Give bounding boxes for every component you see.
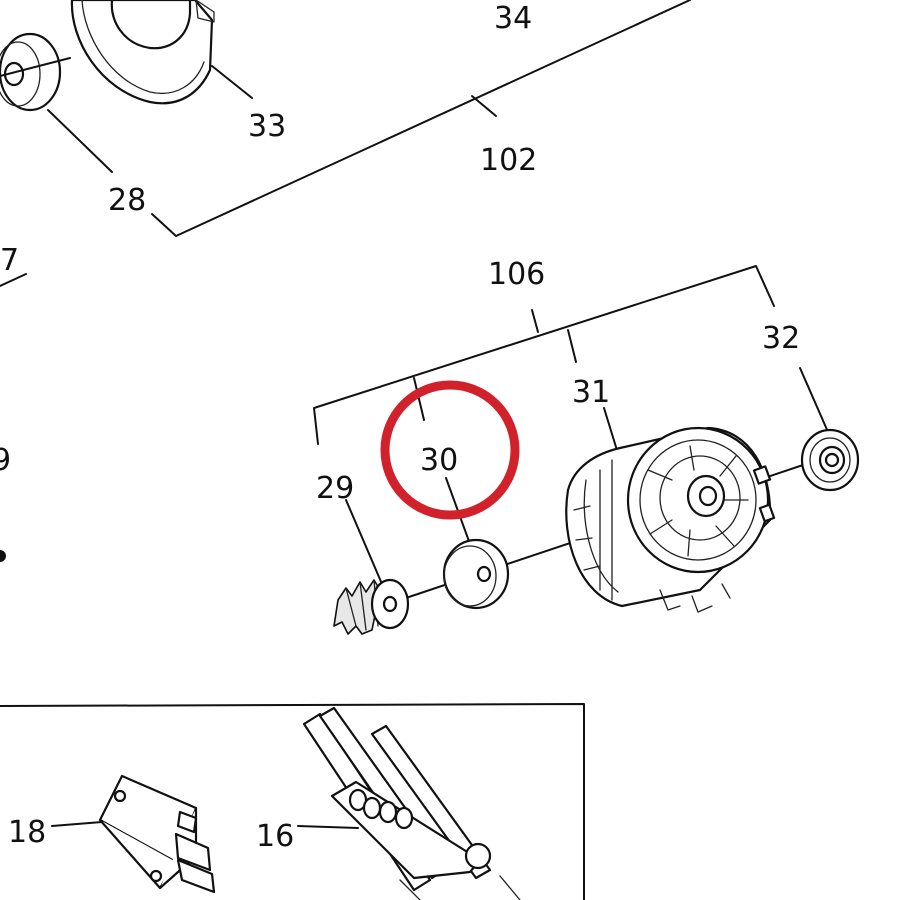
leader-18 bbox=[51, 821, 103, 827]
part-16-switch-bracket bbox=[302, 706, 521, 900]
part-32-bearing bbox=[800, 428, 860, 492]
leader-33 bbox=[211, 65, 253, 99]
label-31: 31 bbox=[572, 375, 610, 410]
leader-30-top bbox=[413, 377, 425, 421]
label-18: 18 bbox=[8, 815, 46, 850]
axis-line-28 bbox=[0, 57, 71, 77]
bracket-106 bbox=[313, 265, 775, 445]
leader-16 bbox=[297, 825, 359, 829]
leader-28 bbox=[47, 109, 113, 173]
label-16: 16 bbox=[256, 819, 294, 854]
label-30: 30 bbox=[420, 443, 458, 478]
label-102: 102 bbox=[480, 143, 537, 178]
leader-29 bbox=[345, 499, 383, 585]
bracket-102 bbox=[151, 0, 691, 237]
leader-102 bbox=[471, 95, 497, 117]
label-7: 7 bbox=[0, 243, 19, 278]
part-33-ring bbox=[70, 0, 215, 105]
leader-7 bbox=[0, 273, 27, 287]
leader-31-top bbox=[567, 329, 577, 363]
label-34: 34 bbox=[494, 1, 532, 36]
label-29: 29 bbox=[316, 471, 354, 506]
inset-box bbox=[0, 703, 585, 900]
label-106: 106 bbox=[488, 257, 545, 292]
label-9: 9 bbox=[0, 443, 11, 478]
leader-106 bbox=[531, 309, 539, 333]
leader-32 bbox=[799, 367, 829, 433]
label-32: 32 bbox=[762, 321, 800, 356]
part-edge-dot bbox=[0, 550, 6, 562]
highlight-circle-part-30 bbox=[380, 380, 520, 520]
label-33: 33 bbox=[248, 109, 286, 144]
part-18-micro-switch bbox=[98, 774, 216, 894]
label-28: 28 bbox=[108, 183, 146, 218]
part-31-motor bbox=[565, 426, 776, 613]
part-28-washer bbox=[0, 32, 62, 112]
part-30-washer bbox=[442, 538, 510, 610]
part-29-pinion-gear bbox=[333, 578, 410, 635]
